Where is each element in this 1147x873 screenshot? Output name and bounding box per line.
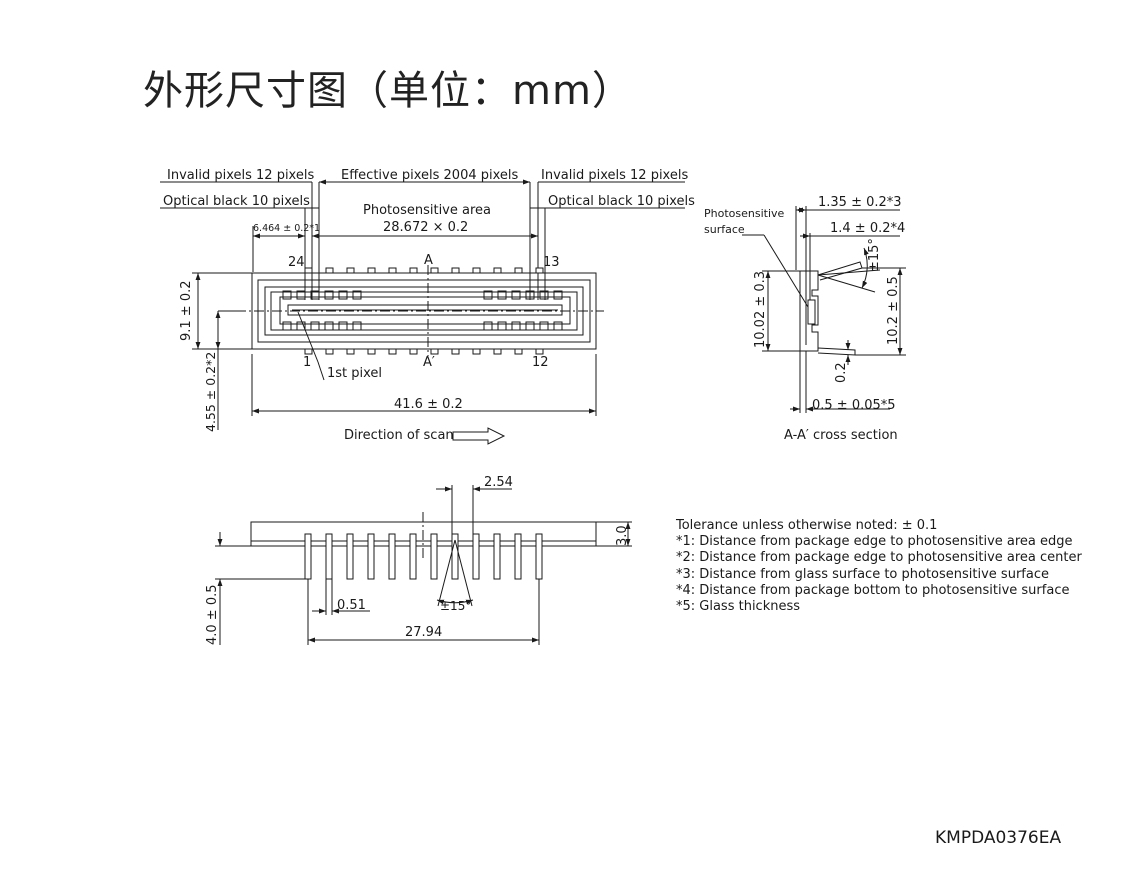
offset-dimension: 6.464 ± 0.2*1 xyxy=(253,223,320,234)
glass-thickness-dimension: 0.5 ± 0.05*5 xyxy=(812,398,896,413)
optical-black-left-label: Optical black 10 pixels xyxy=(163,194,310,209)
section-a-label: A xyxy=(424,253,433,268)
note-line: *5: Glass thickness xyxy=(676,599,801,615)
cross-section-view xyxy=(742,206,906,413)
lead-length-dimension: 4.0 ± 0.5 xyxy=(205,584,220,645)
length-dimension: 41.6 ± 0.2 xyxy=(394,397,463,412)
height-dimension: 9.1 ± 0.2 xyxy=(179,280,194,341)
note-line: *2: Distance from package edge to photos… xyxy=(676,550,1082,566)
lead-span-dimension: 27.94 xyxy=(405,625,442,640)
note-line: Tolerance unless otherwise noted: ± 0.1 xyxy=(676,518,938,533)
pin-24-label: 24 xyxy=(288,255,305,270)
top-view xyxy=(160,179,685,445)
glass-to-surface-dimension: 1.35 ± 0.2*3 xyxy=(818,195,902,210)
center-dimension: 4.55 ± 0.2*2 xyxy=(203,352,218,432)
pin-12-label: 12 xyxy=(532,355,549,370)
section-a-prime-label: A′ xyxy=(423,355,435,370)
invalid-right-label: Invalid pixels 12 pixels xyxy=(541,168,688,183)
document-code: KMPDA0376EA xyxy=(935,828,1062,848)
thickness-dimension: 3.0 xyxy=(615,525,630,546)
photosensitive-surface-label-1: Photosensitive xyxy=(704,207,785,220)
pin-1-label: 1 xyxy=(303,355,311,370)
side-view xyxy=(215,485,632,645)
optical-black-right-label: Optical black 10 pixels xyxy=(548,194,695,209)
tolerance-notes: Tolerance unless otherwise noted: ± 0.1 … xyxy=(676,518,1082,615)
note-line: *4: Distance from package bottom to phot… xyxy=(676,582,1070,598)
first-pixel-label: 1st pixel xyxy=(327,366,382,381)
effective-pixels-label: Effective pixels 2004 pixels xyxy=(341,168,519,183)
photosensitive-surface-label-2: surface xyxy=(704,223,745,236)
pin-13-label: 13 xyxy=(543,255,560,270)
page-title: 外形尺寸图（单位：mm） xyxy=(143,68,633,114)
side-lead-angle-dimension: ±15° xyxy=(440,599,471,613)
invalid-left-label: Invalid pixels 12 pixels xyxy=(167,168,314,183)
photosensitive-area-label: Photosensitive area xyxy=(363,203,491,218)
photosensitive-area-dimension: 28.672 × 0.2 xyxy=(383,220,468,235)
lead-angle-dimension: ±15° xyxy=(867,238,882,272)
cross-height-left-dimension: 10.02 ± 0.3 xyxy=(753,271,768,348)
pitch-dimension: 2.54 xyxy=(484,475,513,490)
cross-section-caption: A-A′ cross section xyxy=(784,428,898,443)
note-line: *3: Distance from glass surface to photo… xyxy=(676,566,1049,582)
note-line: *1: Distance from package edge to photos… xyxy=(676,534,1073,550)
bottom-to-surface-dimension: 1.4 ± 0.2*4 xyxy=(830,221,905,236)
lead-thickness-dimension: 0.2 xyxy=(834,362,849,383)
cross-height-right-dimension: 10.2 ± 0.5 xyxy=(886,276,901,345)
scan-direction-label: Direction of scan xyxy=(344,428,454,443)
lead-width-dimension: 0.51 xyxy=(337,598,366,613)
